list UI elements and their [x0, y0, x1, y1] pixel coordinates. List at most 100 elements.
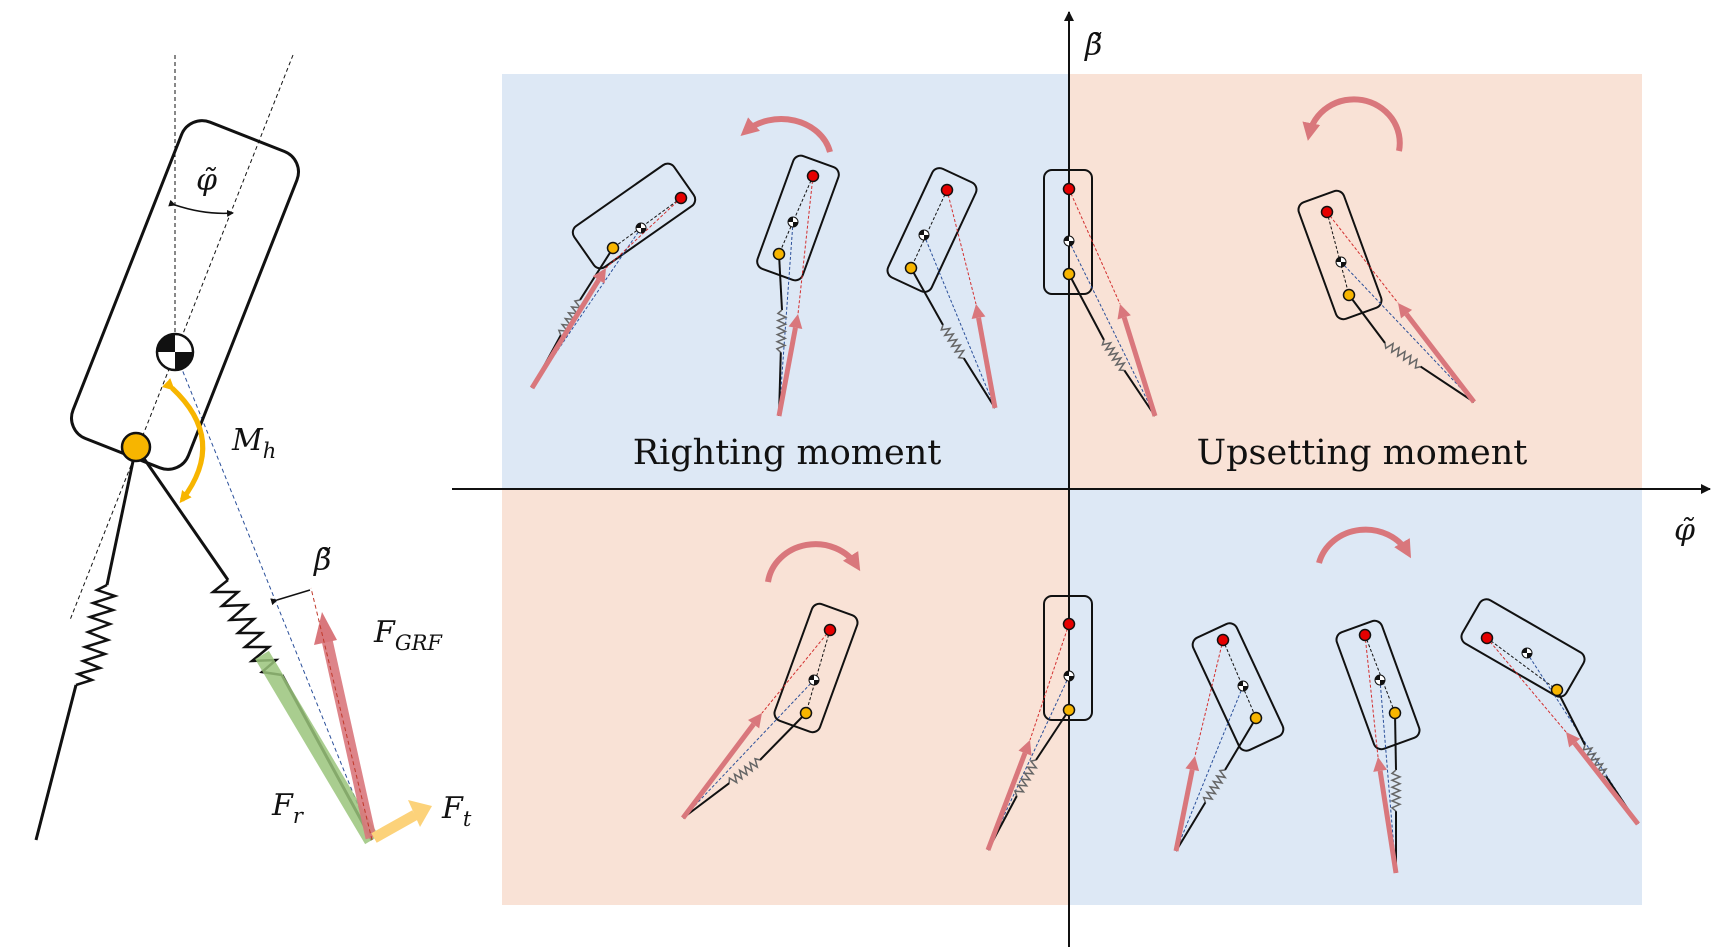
spring-icon: [1013, 759, 1038, 797]
mini-grf-arrow-head: [592, 268, 606, 284]
spring-icon: [940, 324, 966, 359]
center-of-mass-icon: [1335, 256, 1347, 268]
tangential-arrow-shaft: [371, 810, 418, 843]
mini-model: [1297, 189, 1476, 404]
mini-model: [886, 167, 998, 409]
hip-joint-icon: [772, 247, 786, 261]
mini-body-box: [1460, 598, 1586, 698]
mini-body-axis: [1486, 637, 1558, 691]
rotation-arrow-icon-ccw-1: [740, 116, 833, 153]
mini-grf-arrow-head: [971, 304, 986, 320]
mini-grf-direction: [1029, 623, 1070, 741]
mini-grf-arrow-head: [788, 314, 803, 330]
center-of-mass-icon: [918, 229, 930, 241]
com-quarter: [809, 675, 814, 680]
com-quarter: [1243, 686, 1248, 691]
tangential-arrow-head: [408, 800, 432, 827]
foot-point-icon: [823, 623, 837, 637]
center-of-mass-icon: [1063, 670, 1075, 682]
mini-grf-direction: [797, 175, 814, 315]
com-quarter: [1527, 653, 1532, 658]
com-quarter: [1069, 676, 1074, 681]
com-quarter: [793, 222, 798, 227]
upsetting-moment-label: Upsetting moment: [1197, 433, 1528, 473]
leg-angle-arc: [270, 589, 311, 606]
hip-joint-icon: [1342, 288, 1356, 302]
body-box: [70, 119, 300, 471]
mini-grf-arrow: [1121, 316, 1158, 417]
mini-grf-arrow: [1572, 741, 1640, 826]
tangential-force-label: Ft: [441, 791, 472, 831]
com-quarter: [1069, 241, 1074, 246]
mini-body-axis: [805, 629, 831, 714]
foot-point-icon: [940, 183, 954, 197]
stable-region-bottom-right: [1069, 489, 1642, 905]
mini-leg-lower: [1123, 369, 1156, 417]
hip-joint-icon: [1062, 267, 1076, 281]
mini-leg-axis: [987, 675, 1070, 851]
rotation-arrow-icon-cw-2: [1316, 526, 1412, 564]
mini-leg-axis: [778, 221, 794, 417]
rotation-arrow-icon-cw-1: [765, 541, 861, 583]
mini-body-axis: [910, 189, 948, 269]
leg-axis-line: [174, 351, 373, 841]
hip-joint-icon: [1388, 706, 1402, 720]
grf-direction-line: [310, 587, 373, 841]
body-angle-arc: [168, 199, 234, 217]
mini-leg-axis: [1340, 261, 1475, 403]
foot-point-icon: [1216, 633, 1230, 647]
mini-grf-arrow-head: [1566, 732, 1581, 748]
mini-body-axis: [1222, 639, 1257, 719]
mini-model: [681, 602, 859, 820]
mini-body-box: [756, 154, 840, 282]
x-axis-label: φ̃: [1674, 513, 1695, 548]
mini-grf-arrow: [681, 722, 756, 820]
spring-icon: [1202, 769, 1227, 803]
center-of-mass-icon: [808, 674, 820, 686]
mini-grf-direction: [605, 197, 682, 269]
mini-body-axis: [1364, 634, 1396, 714]
mini-body-axis: [778, 175, 814, 255]
mini-body-axis: [1326, 211, 1350, 296]
mini-leg-upper: [778, 253, 783, 311]
center-of-mass-icon: [635, 222, 647, 234]
mini-grf-direction: [1486, 637, 1567, 733]
center-of-mass-icon: [1374, 674, 1386, 686]
com-quarter: [919, 230, 924, 235]
mini-grf-arrow-head: [1117, 304, 1131, 320]
foot-point-icon: [1062, 182, 1076, 196]
mini-grf-direction: [1364, 634, 1379, 758]
stable-region-top-left: [502, 74, 1069, 489]
mini-grf-arrow-head: [1373, 757, 1388, 772]
mini-leg-upper: [1035, 709, 1070, 761]
rotation-arrow-icon-ccw-2: [1302, 96, 1403, 152]
radial-force-label: Fr: [271, 788, 305, 828]
mini-grf-arrow: [1173, 769, 1195, 852]
spring-icon: [1384, 342, 1421, 370]
spring-icon-rear: [74, 583, 120, 687]
mini-grf-arrow-head: [747, 713, 762, 729]
mini-model: [529, 162, 697, 390]
mini-grf-arrow: [1377, 770, 1399, 874]
com-quarter: [636, 223, 641, 228]
foot-point-icon: [1320, 205, 1334, 219]
mini-body-box: [1043, 169, 1093, 295]
mini-grf-direction: [1068, 188, 1121, 305]
mini-body-box: [1043, 595, 1093, 721]
mini-body-box: [773, 602, 859, 734]
mini-leg-upper: [1068, 273, 1105, 341]
left-panel: φ̃ β̃ Mh FGRF Fr: [34, 54, 472, 845]
mini-body-box: [1191, 622, 1285, 752]
com-quarter: [814, 680, 819, 685]
foot-point-icon: [674, 191, 688, 205]
front-leg-upper: [134, 446, 230, 581]
hip-moment-label: Mh: [231, 423, 276, 463]
unstable-region-bottom-left: [502, 489, 1069, 905]
mini-model: [756, 154, 840, 417]
center-of-mass-icon: [1063, 235, 1075, 247]
mini-grf-arrow-head: [1398, 303, 1413, 319]
spring-icon: [728, 757, 761, 785]
mini-leg-upper: [1224, 717, 1257, 771]
com-quarter: [1064, 671, 1069, 676]
mini-body-box: [1297, 189, 1383, 321]
